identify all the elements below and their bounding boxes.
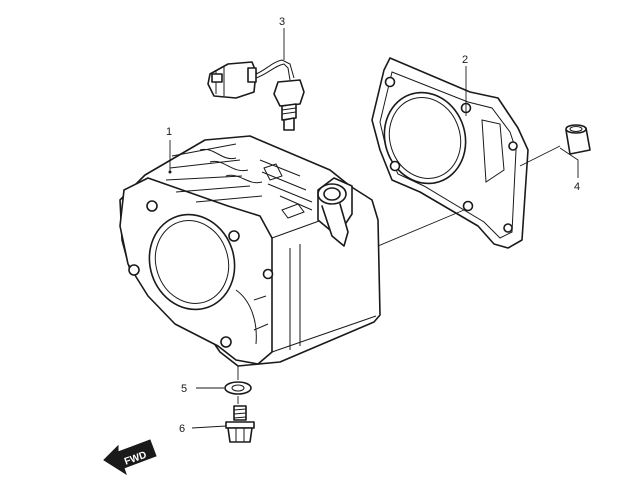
fwd-arrow-icon: FWD [103, 439, 157, 476]
callout-2: 2 [462, 54, 468, 66]
flange-bolt[interactable] [225, 405, 255, 443]
leader-lines [168, 28, 579, 429]
callout-3: 3 [279, 16, 285, 28]
callout-4: 4 [574, 181, 580, 193]
leader-4 [559, 147, 579, 178]
callout-6: 6 [179, 423, 185, 435]
leader-gasket-cylinder [377, 209, 465, 247]
leader-pin-gasket [519, 145, 561, 167]
dowel-pin[interactable] [565, 124, 591, 155]
sealing-washer[interactable] [224, 381, 252, 395]
callout-1: 1 [166, 126, 172, 138]
cylinder-block[interactable] [119, 135, 381, 367]
leader-6 [191, 425, 227, 429]
callout-labels: 1 2 3 4 5 6 [166, 16, 580, 435]
cylinder-gasket[interactable] [371, 57, 529, 249]
callout-5: 5 [181, 383, 187, 395]
temperature-sensor[interactable] [207, 59, 305, 131]
